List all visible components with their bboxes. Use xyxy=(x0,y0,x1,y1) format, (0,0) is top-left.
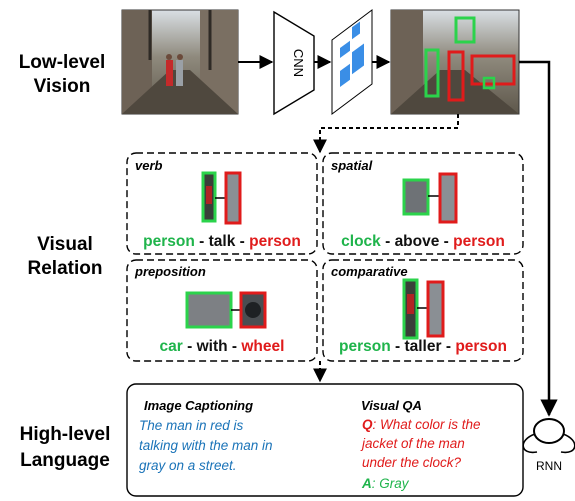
svg-text:Visual: Visual xyxy=(37,234,93,255)
vqa-title: Visual QA xyxy=(361,398,422,413)
relation-pane-comparative: comparative person - taller - person xyxy=(322,259,524,362)
svg-text:spatial: spatial xyxy=(331,158,373,173)
caption-line-2: talking with the man in xyxy=(139,438,273,453)
stage-label-low-level: Low-level Vision xyxy=(19,52,106,97)
verb-object-thumb xyxy=(224,171,242,225)
vqa-answer: A: Gray xyxy=(361,476,410,491)
rnn-block: RNN xyxy=(522,418,575,473)
relation-pane-preposition: preposition car - with - wheel xyxy=(126,259,318,362)
spatial-object-thumb xyxy=(438,172,458,224)
comparative-subject-thumb xyxy=(402,278,419,340)
svg-text:Vision: Vision xyxy=(34,76,91,97)
feature-map xyxy=(331,9,373,115)
stage-label-high-level: High-level Language xyxy=(20,424,111,471)
svg-text:comparative: comparative xyxy=(331,264,408,279)
preposition-object-thumb xyxy=(239,291,267,329)
captioning-title: Image Captioning xyxy=(144,398,253,413)
relation-verb-text: person - talk - person xyxy=(143,233,301,250)
svg-text:High-level: High-level xyxy=(20,424,111,445)
stage-label-visual-relation: Visual Relation xyxy=(28,234,103,279)
svg-text:Relation: Relation xyxy=(28,258,103,279)
svg-text:verb: verb xyxy=(135,158,163,173)
vqa-question-line-3: under the clock? xyxy=(362,455,462,470)
vqa-question-line-1: Q: What color is the xyxy=(362,417,481,432)
input-street-photo xyxy=(121,9,239,115)
svg-text:CNN: CNN xyxy=(291,49,306,77)
relation-comparative-text: person - taller - person xyxy=(339,338,507,355)
svg-text:preposition: preposition xyxy=(134,264,206,279)
caption-line-3: gray on a street. xyxy=(139,458,237,473)
detection-photo xyxy=(390,9,520,115)
svg-text:Language: Language xyxy=(20,450,110,471)
relation-pane-spatial: spatial clock - above - person xyxy=(322,152,524,255)
cnn-block: CNN xyxy=(273,10,315,116)
preposition-subject-thumb xyxy=(185,291,233,329)
svg-text:RNN: RNN xyxy=(536,459,562,473)
caption-line-1: The man in red is xyxy=(139,418,244,433)
vqa-question-line-2: jacket of the man xyxy=(360,436,465,451)
relation-spatial-text: clock - above - person xyxy=(341,233,505,250)
relation-preposition-text: car - with - wheel xyxy=(160,338,285,355)
svg-text:Low-level: Low-level xyxy=(19,52,106,73)
language-output-box: Image Captioning The man in red is talki… xyxy=(126,383,524,497)
comparative-object-thumb xyxy=(426,280,445,338)
relation-pane-verb: verb person - talk - person xyxy=(126,152,318,255)
verb-subject-thumb xyxy=(201,171,217,223)
spatial-subject-thumb xyxy=(402,178,430,216)
